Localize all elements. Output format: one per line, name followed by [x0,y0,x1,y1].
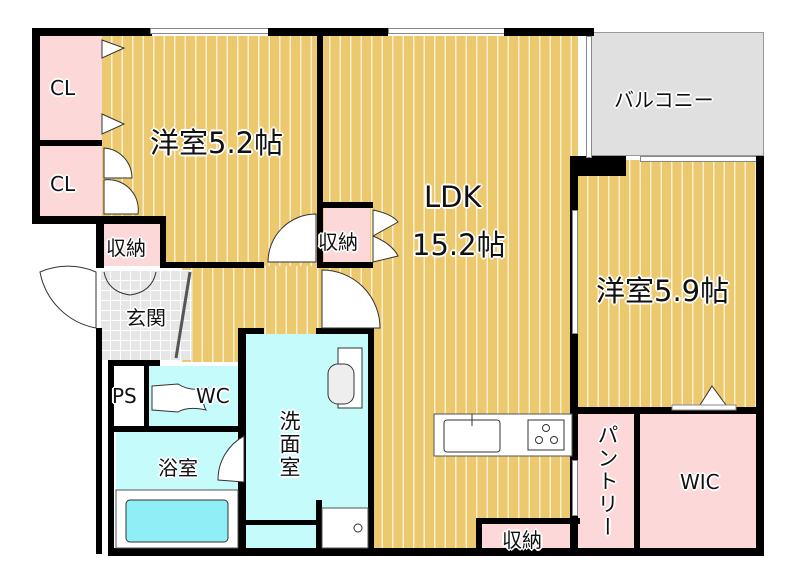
entrance-label: 玄関 [126,306,166,330]
wall [108,426,244,432]
ldk-label-line1: LDK [424,180,482,214]
closet-1-floor [40,36,102,140]
window [572,460,578,516]
wall [144,366,149,428]
pantry-floor [578,414,634,548]
wic-label: WIC [680,470,720,494]
wall [32,28,40,224]
washroom-label: 洗面室 [277,410,301,479]
wall [317,262,373,268]
storage-3-floor [482,524,574,548]
wall [32,140,102,146]
wall [504,28,594,36]
wic-floor [640,414,758,548]
western-room-1-label: 洋室5.2帖 [150,126,284,160]
storage-3-label: 収納 [502,528,542,552]
storage-2-floor [324,207,370,263]
balcony-door-frame [586,36,592,158]
wall [756,156,764,556]
wall [108,360,160,366]
wall [576,407,762,414]
wall [317,36,323,264]
pantry-label: パントリー [595,424,619,539]
wall [244,520,318,525]
wall [317,202,373,208]
wall [476,518,580,524]
wall [160,262,264,268]
wall [368,328,374,548]
wall [634,414,640,550]
storage-1-label: 収納 [106,236,146,260]
wall [316,500,322,548]
balcony-floor [592,32,764,156]
wall [316,328,372,334]
wall [32,28,152,36]
window [572,210,578,334]
wall [238,328,264,334]
ldk-label-line2: 15.2帖 [412,228,506,262]
balcony-label: バルコニー [614,88,714,112]
toilet-label: WC [196,384,230,408]
wall [160,216,166,268]
pipe-space-floor [112,366,144,426]
closet-1-label: CL [50,76,76,100]
wall [108,548,758,556]
wall [108,360,114,554]
wall [476,518,482,552]
wall [96,224,104,268]
bathroom-label: 浴室 [158,456,198,480]
wall [96,328,102,554]
wall [570,156,578,552]
storage-2-label: 収納 [318,230,358,254]
closet-2-floor [40,146,102,216]
wall [268,28,388,36]
closet-2-label: CL [50,172,76,196]
storage-1-floor [104,224,162,266]
wall [32,216,166,224]
western-room-2-label: 洋室5.9帖 [596,274,730,308]
pipe-space-label: PS [112,384,137,408]
wall [570,156,626,176]
western-room-2-floor [578,160,756,410]
